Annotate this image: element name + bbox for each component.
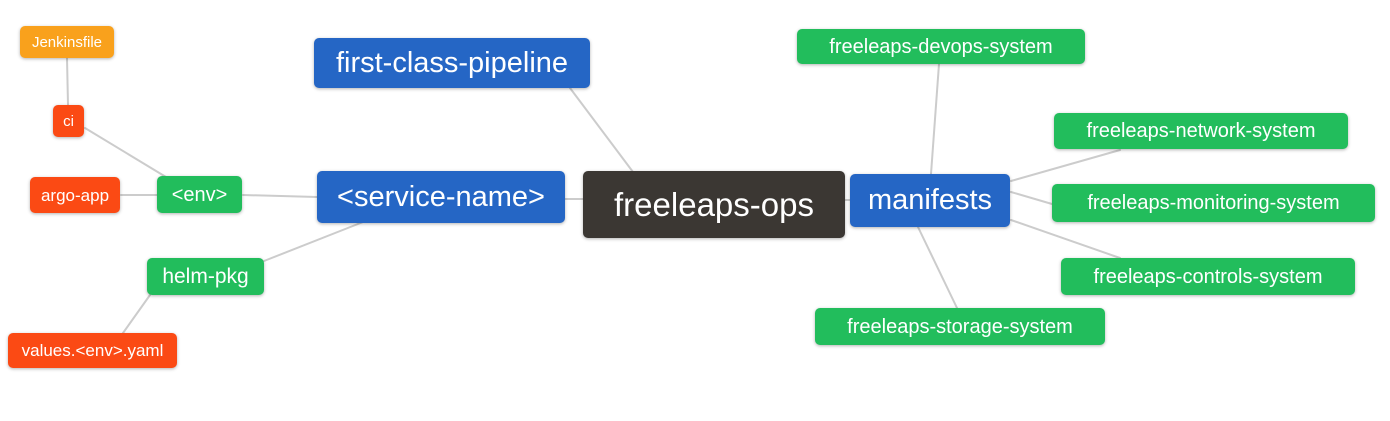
node-argo-app[interactable]: argo-app: [30, 177, 120, 213]
edge-env-to-service-name: [242, 194, 318, 198]
node-freeleaps-storage-system[interactable]: freeleaps-storage-system: [815, 308, 1105, 345]
node-freeleaps-controls-system[interactable]: freeleaps-controls-system: [1061, 258, 1355, 295]
node-helm-pkg[interactable]: helm-pkg: [147, 258, 264, 295]
edge-helm-pkg-to-service-name: [263, 221, 364, 262]
edge-first-class-pipeline-to-freeleaps-ops: [569, 87, 634, 173]
node-freeleaps-monitoring-system[interactable]: freeleaps-monitoring-system: [1052, 184, 1375, 222]
edge-manifests-to-freeleaps-controls-system: [1010, 219, 1121, 259]
node-values-env-yaml[interactable]: values.<env>.yaml: [8, 333, 177, 368]
edge-manifests-to-freeleaps-storage-system: [917, 226, 958, 309]
edge-ci-to-env: [84, 127, 167, 178]
edge-values-env-yaml-to-helm-pkg: [122, 294, 151, 334]
node-first-class-pipeline[interactable]: first-class-pipeline: [314, 38, 590, 88]
node-freeleaps-ops[interactable]: freeleaps-ops: [583, 171, 845, 238]
node-ci[interactable]: ci: [53, 105, 84, 137]
node-jenkinsfile[interactable]: Jenkinsfile: [20, 26, 114, 58]
edge-manifests-to-freeleaps-network-system: [1010, 149, 1121, 182]
node-env[interactable]: <env>: [157, 176, 242, 213]
node-freeleaps-network-system[interactable]: freeleaps-network-system: [1054, 113, 1348, 149]
edge-jenkinsfile-to-ci: [66, 57, 69, 106]
node-service-name[interactable]: <service-name>: [317, 171, 565, 223]
edge-manifests-to-freeleaps-monitoring-system: [1010, 191, 1053, 205]
node-freeleaps-devops-system[interactable]: freeleaps-devops-system: [797, 29, 1085, 64]
node-manifests[interactable]: manifests: [850, 174, 1010, 227]
edge-manifests-to-freeleaps-devops-system: [930, 63, 940, 175]
